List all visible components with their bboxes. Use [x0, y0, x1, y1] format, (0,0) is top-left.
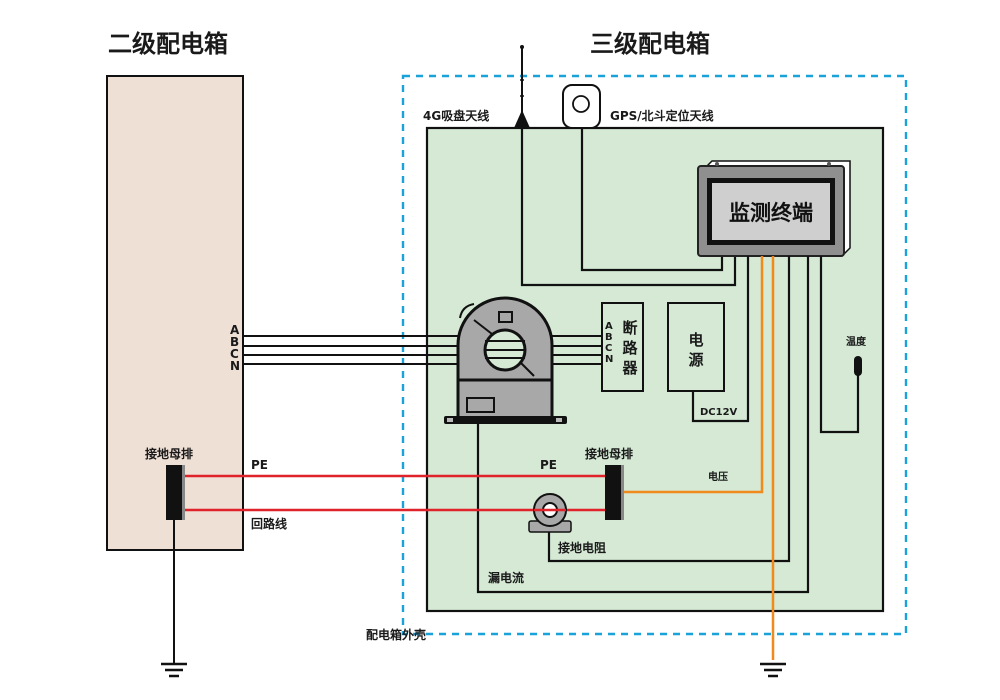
secondary-phase-n: N [230, 359, 240, 373]
power-supply [667, 302, 725, 392]
pe-label-right: PE [540, 458, 557, 472]
monitoring-terminal [697, 160, 851, 257]
breaker-phase-n: N [605, 354, 613, 365]
dc12v-label: DC12V [700, 407, 738, 418]
pe-label-left: PE [251, 458, 268, 472]
gps-antenna-label: GPS/北斗定位天线 [610, 108, 714, 123]
enclosure-label: 配电箱外壳 [366, 627, 426, 642]
return-wire-label: 回路线 [251, 516, 287, 531]
breaker-label-1: 断 [622, 319, 637, 337]
antenna-4g-icon [514, 45, 530, 128]
tertiary-ground-bus [605, 465, 621, 520]
breaker [601, 302, 644, 392]
breaker-phase-b: B [605, 332, 613, 343]
tertiary-box-title: 三级配电箱 [590, 30, 710, 58]
breaker-phase-a: A [605, 321, 613, 332]
ground-symbol-right-icon [760, 662, 786, 678]
gps-wire [580, 128, 724, 272]
leakage-current-sensor-icon [444, 296, 567, 424]
gps-antenna-icon [562, 84, 601, 129]
ground-resistance-wire [547, 256, 791, 563]
secondary-phase-c: C [230, 347, 239, 361]
antenna-4g-wire [520, 128, 737, 287]
temperature-wire [819, 256, 860, 434]
ground-resistance-sensor-icon [528, 493, 572, 533]
enclosure-outline [401, 74, 908, 636]
temperature-sensor-icon [854, 356, 862, 376]
secondary-ground-bus [166, 465, 182, 520]
secondary-box-title: 二级配电箱 [108, 30, 228, 58]
breaker-phase-c: C [605, 343, 612, 354]
ground-resistance-label: 接地电阻 [558, 540, 606, 555]
breaker-label-2: 路 [622, 339, 638, 357]
power-label-2: 源 [688, 351, 703, 369]
voltage-wire [622, 256, 764, 494]
dc12v-wire [691, 256, 750, 423]
leakage-current-label: 漏电流 [488, 570, 524, 585]
temperature-label: 温度 [846, 335, 867, 348]
secondary-phase-a: A [230, 323, 240, 337]
breaker-label-3: 器 [621, 359, 638, 377]
tertiary-ground-bus-label: 接地母排 [585, 446, 633, 461]
antenna-4g-label: 4G吸盘天线 [423, 108, 489, 123]
leakage-current-wire [476, 256, 810, 594]
ground-symbol-left-icon [161, 520, 187, 678]
power-label-1: 电 [688, 331, 703, 349]
voltage-label: 电压 [708, 470, 728, 483]
monitoring-terminal-label: 监测终端 [729, 201, 813, 225]
secondary-ground-bus-label: 接地母排 [145, 446, 193, 461]
secondary-phase-b: B [230, 335, 239, 349]
